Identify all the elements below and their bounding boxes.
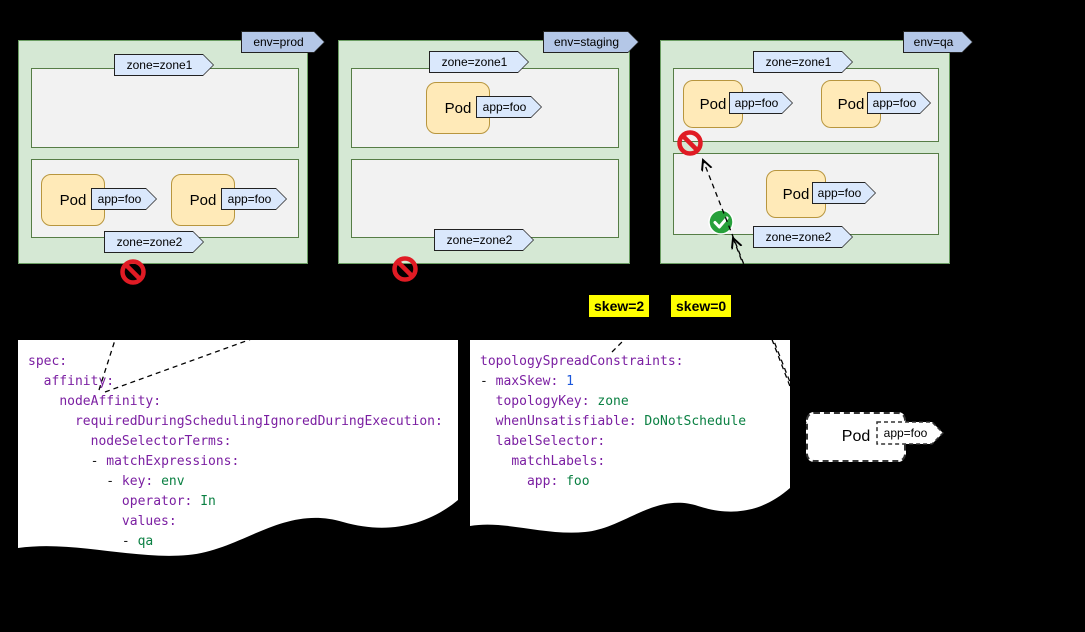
env-tag-label: env=prod bbox=[253, 35, 304, 49]
tag-shape-fill bbox=[430, 52, 528, 72]
pod-label: Pod bbox=[837, 95, 865, 113]
zone-tag-label: zone=zone2 bbox=[446, 233, 513, 247]
zone-tag-label: zone=zone1 bbox=[765, 55, 832, 69]
tag-shape-fill bbox=[242, 32, 324, 52]
pending-app-foo-tag: app=foo bbox=[876, 421, 945, 445]
prohibition-icon bbox=[119, 258, 147, 286]
app-tag-label: app=foo bbox=[97, 192, 142, 206]
pod-label: Pod bbox=[59, 191, 87, 209]
app-tag-label: app=foo bbox=[817, 186, 862, 200]
tag-shape-fill bbox=[754, 52, 852, 72]
tag-shape-fill bbox=[813, 183, 875, 203]
app-foo-tag: app=foo bbox=[221, 188, 287, 210]
tag-shape-fill bbox=[904, 32, 972, 52]
yaml-code: spec: affinity: nodeAffinity: requiredDu… bbox=[28, 354, 443, 549]
node-prod: env=prod zone=zone1 Pod app=foo Pod app=… bbox=[18, 40, 308, 264]
tag-shape-fill bbox=[92, 189, 156, 209]
zone-tag-label: zone=zone2 bbox=[116, 235, 183, 249]
tag-shape-fill bbox=[115, 55, 213, 75]
zone2-tag-staging: zone=zone2 bbox=[434, 229, 534, 251]
skew-0-label: skew=0 bbox=[671, 295, 732, 317]
tag-shape-fill bbox=[477, 97, 541, 117]
zone1-tag-prod: zone=zone1 bbox=[114, 54, 214, 76]
zone2-tag-qa: zone=zone2 bbox=[753, 226, 853, 248]
zone1-tag-staging: zone=zone1 bbox=[429, 51, 529, 73]
prohibition-icon bbox=[391, 255, 419, 283]
env-qa-tag: env=qa bbox=[903, 31, 973, 53]
pod-label: Pod bbox=[189, 191, 217, 209]
app-tag-label: app=foo bbox=[227, 192, 272, 206]
zone1-tag-qa: zone=zone1 bbox=[753, 51, 853, 73]
app-foo-tag: app=foo bbox=[729, 92, 793, 114]
tag-shape-fill bbox=[730, 93, 792, 113]
app-tag-label: app=foo bbox=[883, 426, 928, 440]
app-foo-tag: app=foo bbox=[867, 92, 931, 114]
app-foo-tag: app=foo bbox=[91, 188, 157, 210]
tag-shape bbox=[876, 421, 945, 445]
zone1-box-prod bbox=[31, 68, 299, 148]
zone-tag-label: zone=zone2 bbox=[765, 230, 832, 244]
zone-tag-label: zone=zone1 bbox=[441, 55, 508, 69]
env-staging-tag: env=staging bbox=[543, 31, 639, 53]
tag-shape-fill bbox=[435, 230, 533, 250]
app-foo-tag: app=foo bbox=[812, 182, 876, 204]
tag-shape-fill bbox=[544, 32, 638, 52]
app-tag-label: app=foo bbox=[482, 100, 527, 114]
tag-shape-fill bbox=[868, 93, 930, 113]
tag-shape-fill bbox=[222, 189, 286, 209]
tag-shape-fill bbox=[105, 232, 203, 252]
env-tag-label: env=staging bbox=[553, 35, 620, 49]
pod-label: Pod bbox=[841, 428, 871, 445]
app-tag-label: app=foo bbox=[872, 96, 917, 110]
topology-spread-yaml-doc: topologySpreadConstraints:- maxSkew: 1 t… bbox=[470, 340, 790, 545]
app-foo-tag: app=foo bbox=[476, 96, 542, 118]
paper-shape bbox=[18, 340, 458, 556]
yaml-code: topologySpreadConstraints:- maxSkew: 1 t… bbox=[480, 354, 747, 489]
check-icon bbox=[708, 209, 734, 235]
env-prod-tag: env=prod bbox=[241, 31, 325, 53]
zone2-tag-prod: zone=zone2 bbox=[104, 231, 204, 253]
pod-label: Pod bbox=[699, 95, 727, 113]
skew-2-label: skew=2 bbox=[589, 295, 650, 317]
zone2-box-staging bbox=[351, 159, 619, 238]
node-affinity-yaml-doc: spec: affinity: nodeAffinity: requiredDu… bbox=[18, 340, 458, 562]
prohibition-icon bbox=[676, 129, 704, 157]
node-staging: env=staging zone=zone1 Pod app=foo zone=… bbox=[338, 40, 630, 264]
pod-label: Pod bbox=[444, 99, 472, 117]
env-tag-label: env=qa bbox=[913, 35, 954, 49]
zone-tag-label: zone=zone1 bbox=[126, 58, 193, 72]
app-tag-label: app=foo bbox=[734, 96, 779, 110]
